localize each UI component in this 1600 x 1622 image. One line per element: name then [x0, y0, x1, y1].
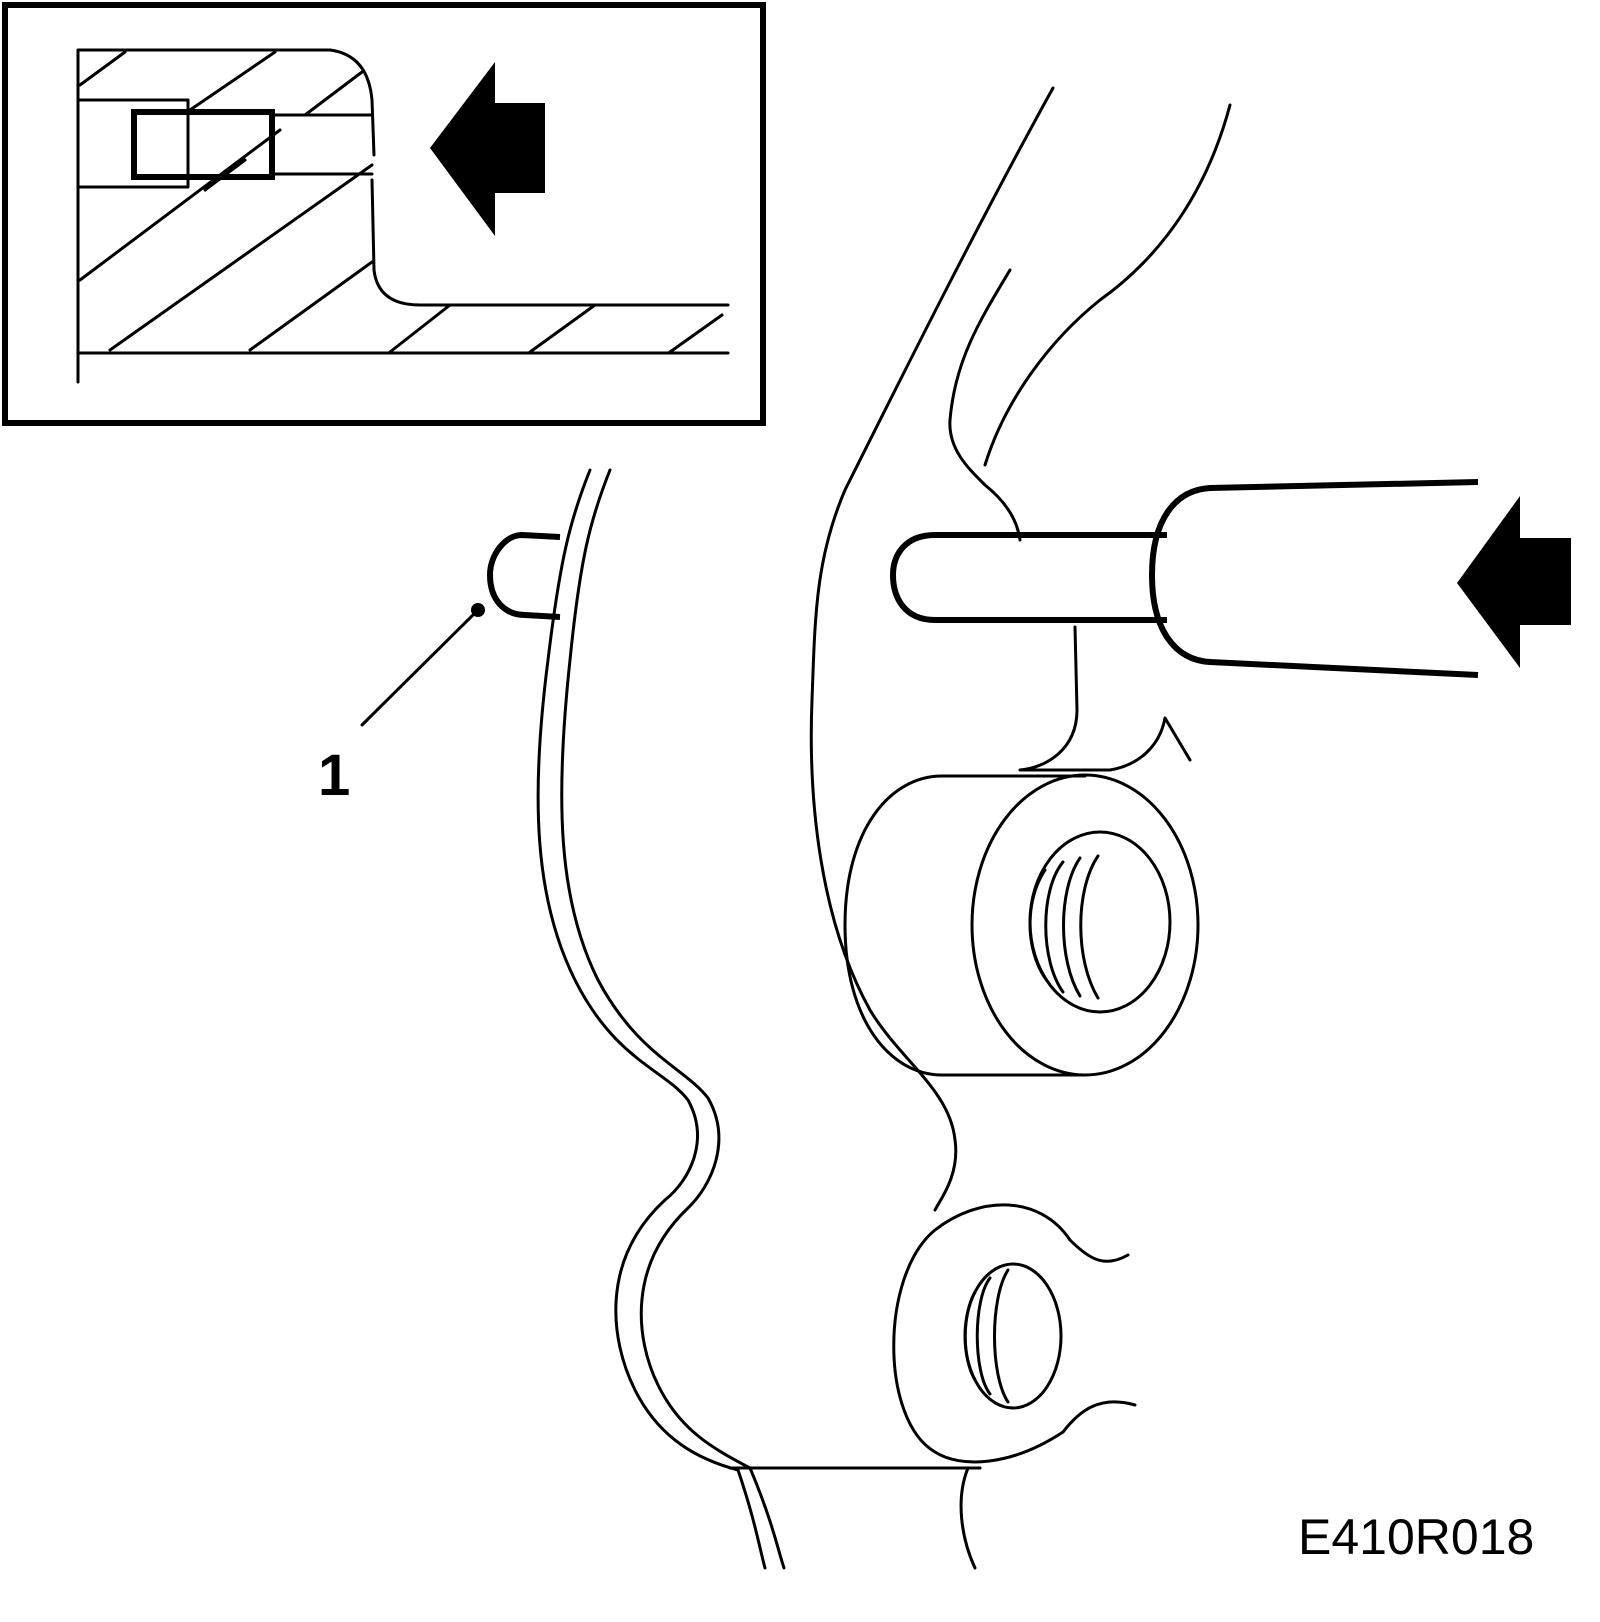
boss-neck-lower — [1061, 1400, 1137, 1434]
housing-illustration — [486, 86, 1571, 1570]
inset-cross-section — [76, 48, 730, 384]
drift-punch-tool — [889, 479, 1479, 678]
housing-rib-right — [983, 103, 1232, 467]
pin-boss-web — [1018, 625, 1192, 772]
pin-channel — [270, 113, 374, 176]
thread-bore-lower — [963, 1262, 1063, 1410]
boss-face-upper — [970, 773, 1200, 1077]
callout-leader-line — [360, 608, 480, 727]
slot-outline — [76, 98, 190, 189]
thread-lines-upper — [1028, 854, 1100, 1000]
seal-plug — [486, 531, 561, 620]
drift-tip — [889, 532, 1167, 623]
callout-1: 1 — [318, 603, 485, 808]
threaded-boss-upper — [843, 773, 1200, 1077]
drift-handle — [1148, 479, 1479, 678]
boss-cylinder-upper — [843, 774, 1087, 1077]
inset-detail — [2, 2, 766, 426]
boss-cylinder-lower — [892, 1203, 1130, 1464]
section-outline-step — [370, 178, 730, 307]
callout-number: 1 — [318, 743, 350, 808]
inset-frame — [2, 2, 766, 426]
housing-lower-edge — [959, 1466, 977, 1570]
thread-bore-upper — [1028, 830, 1172, 1014]
housing-rib-left — [948, 268, 1022, 542]
housing-edge-outer — [536, 468, 767, 1570]
arrow-left-icon — [430, 62, 545, 236]
section-outline-top — [76, 48, 376, 384]
arrow-left-icon — [1457, 496, 1571, 668]
seal-pin-section — [131, 109, 275, 180]
section-hatching — [78, 50, 724, 354]
thread-lines-lower — [963, 1268, 1010, 1404]
housing-edge-inner — [560, 468, 786, 1570]
housing-edge-right — [809, 86, 1055, 1212]
figure-code: E410R018 — [1298, 1509, 1534, 1565]
threaded-boss-lower — [892, 1203, 1137, 1464]
